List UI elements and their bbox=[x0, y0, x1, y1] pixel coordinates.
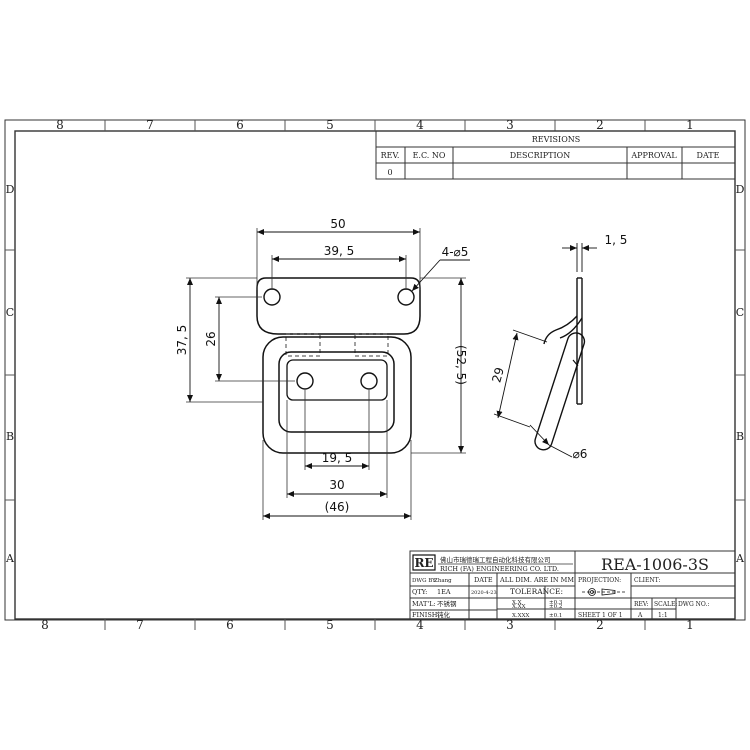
dim-hole-spacing-top: 39, 5 bbox=[324, 244, 355, 258]
finish-value: 钝化 bbox=[437, 610, 451, 619]
scale-label: SCALE: bbox=[654, 601, 677, 608]
zone-col-label: 5 bbox=[326, 618, 334, 632]
qty-label: QTY: bbox=[412, 588, 427, 596]
rev-label: REV: bbox=[634, 601, 649, 608]
revisions-title: REVISIONS bbox=[532, 135, 580, 144]
dim-plate-thickness: 1, 5 bbox=[605, 233, 628, 247]
dim-ring-inner-width: 30 bbox=[329, 478, 344, 492]
tolerance-format: X.XX bbox=[512, 604, 526, 610]
title-block: RE 佛山市瑞德瑞工程自动化科技有限公司 RICH (FA) ENGINEERI… bbox=[409, 550, 736, 621]
dim-rod-diameter: ⌀6 bbox=[573, 447, 588, 461]
tolerance-format: X.X bbox=[512, 600, 522, 606]
zone-row-label: B bbox=[736, 430, 744, 443]
side-view: 1, 5 29 ⌀6 bbox=[489, 233, 627, 461]
zone-col-label: 7 bbox=[136, 618, 144, 632]
front-view: 50 39, 5 4-⌀5 19, 5 30 (46) 37, 5 26 (52… bbox=[175, 217, 470, 520]
zone-col-label: 6 bbox=[226, 618, 234, 632]
units-note: ALL DIM. ARE IN MM bbox=[499, 576, 574, 584]
scale-value: 1:1 bbox=[658, 612, 668, 619]
projection-label: PROJECTION: bbox=[578, 577, 621, 584]
dim-plate-width: 50 bbox=[330, 217, 345, 231]
company-name-en: RICH (FA) ENGINEERING CO. LTD. bbox=[440, 565, 559, 573]
company-logo bbox=[412, 554, 436, 571]
hidden-lines bbox=[285, 333, 389, 357]
dim-height-inner: 26 bbox=[204, 331, 218, 346]
zone-col-label: 3 bbox=[506, 618, 514, 632]
revisions-table: REVISIONS REV. E.C. NO DESCRIPTION APPRO… bbox=[375, 130, 736, 180]
dwg-by-label: DWG BY: bbox=[412, 578, 437, 584]
rev-col-header: REV. bbox=[381, 151, 400, 160]
dim-hole-spacing-bottom: 19, 5 bbox=[322, 451, 353, 465]
material-value: 不锈钢 bbox=[437, 599, 457, 608]
zone-col-label: 6 bbox=[236, 118, 244, 132]
dim-ring-length: 29 bbox=[489, 366, 506, 384]
ring-outer bbox=[262, 336, 412, 454]
ring-inner bbox=[278, 351, 395, 433]
dim-height-outer: 37, 5 bbox=[175, 325, 189, 356]
drawing-number: REA-1006-3S bbox=[601, 555, 709, 574]
company-name-cn: 佛山市瑞德瑞工程自动化科技有限公司 bbox=[440, 555, 551, 564]
approval-col-header: APPROVAL bbox=[630, 151, 677, 160]
date-value: 2020-4-23 bbox=[471, 590, 497, 596]
projection-symbol-icon bbox=[582, 588, 625, 596]
zone-row-label: C bbox=[736, 306, 744, 319]
dimension-lines bbox=[187, 229, 470, 519]
zone-col-label: 3 bbox=[506, 118, 514, 132]
zone-ticks bbox=[5, 120, 745, 630]
grip-plate bbox=[286, 359, 388, 401]
zone-col-label: 2 bbox=[596, 618, 604, 632]
company-logo-text: RE bbox=[414, 556, 433, 570]
extension-lines bbox=[186, 228, 466, 520]
zone-col-label: 5 bbox=[326, 118, 334, 132]
dim-holes-callout: 4-⌀5 bbox=[442, 245, 469, 259]
zone-row-label: D bbox=[736, 183, 745, 196]
mounting-plate-outline bbox=[256, 277, 421, 335]
dim-ring-outer-width: (46) bbox=[325, 500, 350, 514]
tolerance-value: ±0.2 bbox=[549, 604, 562, 610]
tolerance-format: X.XXX bbox=[512, 613, 529, 619]
date-col-header: DATE bbox=[697, 151, 720, 160]
zone-col-label: 8 bbox=[41, 618, 49, 632]
tolerance-value: ±0.3 bbox=[549, 600, 563, 606]
client-label: CLIENT: bbox=[634, 577, 660, 584]
mounting-hole bbox=[263, 288, 281, 306]
zone-col-label: 7 bbox=[146, 118, 154, 132]
zone-col-label: 2 bbox=[596, 118, 604, 132]
rev-cell: 0 bbox=[387, 168, 392, 177]
zone-col-label: 4 bbox=[416, 618, 424, 632]
tolerance-label: TOLERANCE: bbox=[510, 587, 563, 596]
mounting-hole bbox=[397, 288, 415, 306]
finish-label: FINISH: bbox=[412, 611, 440, 619]
zone-col-label: 1 bbox=[686, 618, 694, 632]
ec-no-col-header: E.C. NO bbox=[413, 151, 446, 160]
zone-col-label: 8 bbox=[56, 118, 64, 132]
grip-hole bbox=[296, 372, 314, 390]
zone-col-label: 1 bbox=[686, 118, 694, 132]
zone-col-label: 4 bbox=[416, 118, 424, 132]
drawing-frame bbox=[4, 119, 746, 621]
zone-row-label: A bbox=[735, 552, 745, 565]
description-col-header: DESCRIPTION bbox=[510, 151, 570, 160]
zone-row-label: B bbox=[6, 430, 14, 443]
material-label: MAT'L: bbox=[412, 600, 436, 608]
dim-height-overall: (52, 5) bbox=[454, 345, 468, 385]
date-label: DATE bbox=[474, 576, 493, 584]
zone-row-label: D bbox=[6, 183, 15, 196]
qty-value: 1EA bbox=[437, 588, 451, 596]
dwg-by-value: Zhang bbox=[434, 578, 452, 584]
sheet-info: SHEET 1 OF 1 bbox=[578, 612, 623, 619]
rev-value: A bbox=[637, 612, 643, 619]
tolerance-value: ±0.1 bbox=[549, 613, 562, 619]
grip-hole bbox=[360, 372, 378, 390]
zone-row-label: A bbox=[5, 552, 15, 565]
zone-row-label: C bbox=[6, 306, 14, 319]
dwg-no-label: DWG NO.: bbox=[678, 601, 709, 608]
